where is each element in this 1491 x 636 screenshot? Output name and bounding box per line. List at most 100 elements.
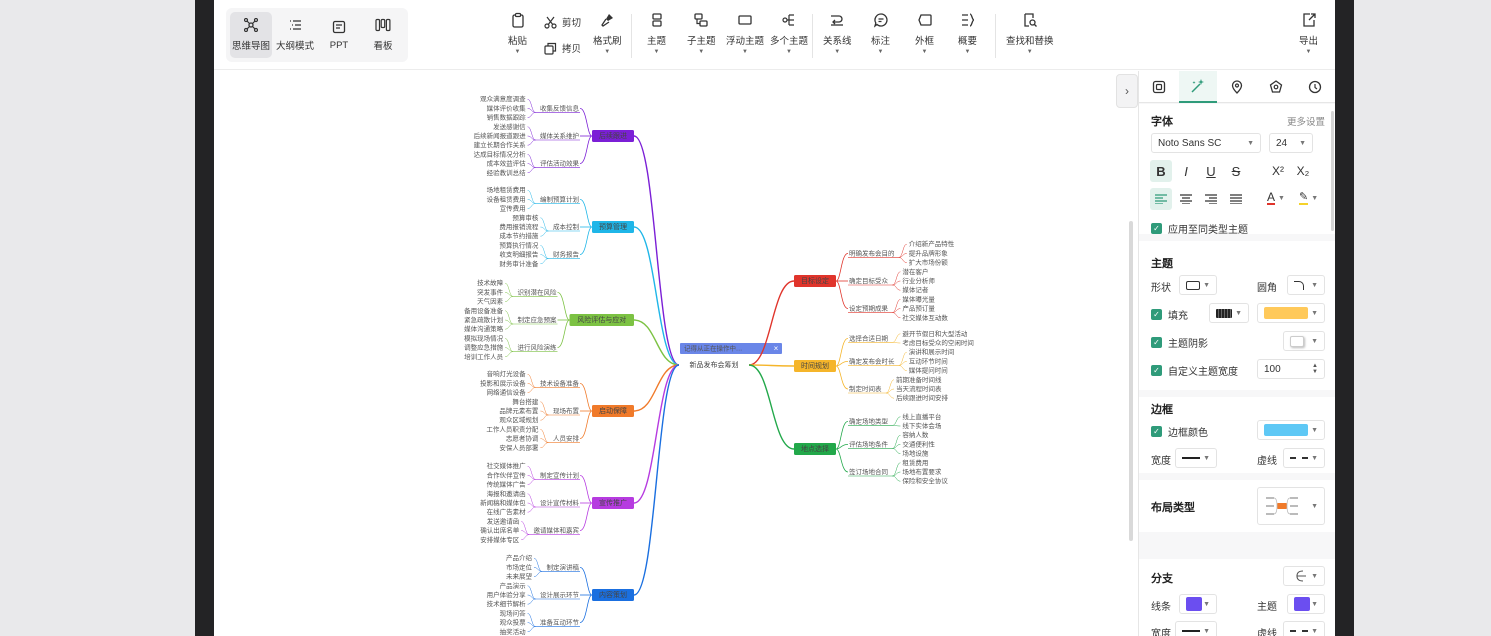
- branch-line: [633, 364, 680, 596]
- vertical-scrollbar[interactable]: [1129, 221, 1133, 541]
- close-icon[interactable]: ×: [774, 344, 779, 353]
- branch-topic-color-select[interactable]: ▼: [1287, 594, 1325, 614]
- tab-marker[interactable]: [1218, 71, 1256, 103]
- font-size-select[interactable]: 24 ▼: [1269, 133, 1313, 153]
- font-family-select[interactable]: Noto Sans SC ▼: [1151, 133, 1261, 153]
- relation-line-button[interactable]: 关系线 ▼: [823, 12, 852, 55]
- branch-node[interactable]: [592, 497, 634, 509]
- sub-branch-line: [579, 594, 593, 623]
- branch-line: [748, 364, 795, 450]
- format-brush-button[interactable]: 格式刷 ▼: [593, 12, 622, 55]
- export-button[interactable]: 导出 ▼: [1299, 12, 1318, 55]
- topic-button[interactable]: 主题 ▼: [647, 12, 666, 55]
- more-settings-link[interactable]: 更多设置: [1287, 117, 1326, 128]
- multi-topic-button[interactable]: 多个主题 ▼: [770, 12, 808, 55]
- align-center-button[interactable]: [1175, 188, 1197, 210]
- paste-caret-icon: ▼: [514, 49, 521, 55]
- leaf-topic: 培训工作人员: [464, 352, 504, 361]
- branch-node[interactable]: [592, 130, 634, 142]
- find-replace-button[interactable]: 查找和替换 ▼: [1006, 12, 1054, 55]
- corner-select[interactable]: ▼: [1287, 275, 1325, 295]
- branch-node[interactable]: [592, 221, 634, 233]
- leaf-topic: 容纳人数: [902, 430, 929, 439]
- view-outline-button[interactable]: 大纲模式: [274, 12, 316, 58]
- align-justify-button[interactable]: [1225, 188, 1247, 210]
- branch-node[interactable]: [794, 275, 836, 287]
- note-button[interactable]: 标注 ▼: [871, 12, 890, 55]
- copy-button[interactable]: 拷贝: [544, 41, 581, 55]
- branch-line-color-select[interactable]: ▼: [1179, 594, 1217, 614]
- italic-button[interactable]: I: [1175, 160, 1197, 182]
- view-ppt-button[interactable]: PPT: [318, 12, 360, 58]
- border-dash-select[interactable]: ▼: [1283, 448, 1325, 468]
- leaf-line: [885, 379, 895, 394]
- topic-width-input[interactable]: 100 ▲▼: [1257, 359, 1325, 379]
- branch-node[interactable]: [592, 405, 634, 417]
- shape-select[interactable]: ▼: [1179, 275, 1217, 295]
- subscript-button[interactable]: X₂: [1292, 160, 1314, 182]
- subtopic-label: 确定场地类型: [849, 416, 889, 425]
- fill-pattern-select[interactable]: ▼: [1209, 303, 1249, 323]
- leaf-topic: 产品演示: [500, 581, 526, 590]
- view-mindmap-button[interactable]: 思维导图: [230, 12, 272, 58]
- outer-frame-button[interactable]: 外框 ▼: [915, 12, 934, 55]
- floating-topic-button[interactable]: 浮动主题 ▼: [726, 12, 764, 55]
- branch-node[interactable]: [794, 360, 836, 372]
- panel-scrollbar[interactable]: [1331, 111, 1334, 231]
- strikethrough-button[interactable]: S: [1225, 160, 1247, 182]
- summary-button[interactable]: 概要 ▼: [958, 12, 977, 55]
- underline-button[interactable]: U: [1200, 160, 1222, 182]
- apply-same-type-checkbox[interactable]: ✓ 应用至同类型主题: [1151, 221, 1248, 236]
- sub-branch-line: [557, 292, 570, 321]
- subtopic-label: 设定预期成果: [849, 304, 889, 313]
- leaf-topic: 租赁费用: [902, 458, 928, 467]
- fill-color-select[interactable]: ▼: [1257, 303, 1325, 323]
- export-icon: [1302, 13, 1316, 27]
- mindmap-svg[interactable]: 记得从正在操作中...×新品发布会筹划后续跟进收集反馈信息观众满意度调查媒体评价…: [214, 71, 1134, 636]
- shape-label: 形状: [1151, 283, 1171, 294]
- fill-label: 填充: [1168, 311, 1188, 322]
- align-left-button[interactable]: [1150, 188, 1172, 210]
- text-color-picker[interactable]: A ▼: [1267, 191, 1285, 205]
- border-color-select[interactable]: ▼: [1257, 420, 1325, 440]
- border-color-checkbox[interactable]: ✓ 边框颜色: [1151, 424, 1208, 439]
- branch-width-select[interactable]: ▼: [1175, 621, 1217, 636]
- branch-line: [633, 226, 680, 366]
- tab-badge[interactable]: [1257, 71, 1295, 103]
- leaf-topic: 确认出席名单: [480, 526, 520, 535]
- mindmap-canvas[interactable]: 记得从正在操作中...×新品发布会筹划后续跟进收集反馈信息观众满意度调查媒体评价…: [214, 71, 1134, 636]
- tab-history[interactable]: [1296, 71, 1334, 103]
- branch-title: 后续跟进: [599, 131, 627, 140]
- border-width-select[interactable]: ▼: [1175, 448, 1217, 468]
- fill-checkbox[interactable]: ✓ 填充: [1151, 307, 1188, 322]
- branch-line-color-swatch: [1186, 597, 1202, 611]
- branch-style-select[interactable]: ▼: [1283, 566, 1325, 586]
- subtopic-button[interactable]: 子主题 ▼: [687, 12, 716, 55]
- branch-node[interactable]: [794, 443, 836, 455]
- sub-branch-line: [835, 253, 849, 282]
- cut-button[interactable]: 剪切: [544, 15, 581, 29]
- chevron-right-icon: ›: [1125, 84, 1129, 98]
- branch-node[interactable]: [592, 589, 634, 601]
- paste-button[interactable]: 粘贴 ▼: [508, 12, 527, 55]
- custom-width-checkbox[interactable]: ✓ 自定义主题宽度: [1151, 363, 1238, 378]
- tab-magic[interactable]: [1178, 70, 1217, 103]
- root-edit-box[interactable]: [680, 343, 782, 354]
- leaf-line: [527, 465, 536, 480]
- topic-shadow-checkbox[interactable]: ✓ 主题阴影: [1151, 335, 1208, 350]
- highlight-color-picker[interactable]: ✎ ▼: [1299, 192, 1318, 205]
- align-right-button[interactable]: [1200, 188, 1222, 210]
- leaf-topic: 演讲和展示时间: [909, 347, 955, 356]
- branch-dash-select[interactable]: ▼: [1283, 621, 1325, 636]
- panel-collapse-button[interactable]: ›: [1116, 74, 1138, 108]
- sub-branch-line: [579, 502, 593, 531]
- toolbar: 思维导图 大纲模式 PPT 看板 粘贴 ▼ 剪切: [214, 0, 1335, 70]
- bold-button[interactable]: B: [1150, 160, 1172, 182]
- superscript-button[interactable]: X²: [1267, 160, 1289, 182]
- branch-node[interactable]: [569, 314, 635, 326]
- tab-style[interactable]: [1140, 71, 1178, 103]
- layout-type-select[interactable]: ▼: [1257, 487, 1325, 525]
- view-kanban-button[interactable]: 看板: [362, 12, 404, 58]
- shadow-select[interactable]: ▼: [1283, 331, 1325, 351]
- chevron-down-icon: ▼: [1311, 627, 1318, 635]
